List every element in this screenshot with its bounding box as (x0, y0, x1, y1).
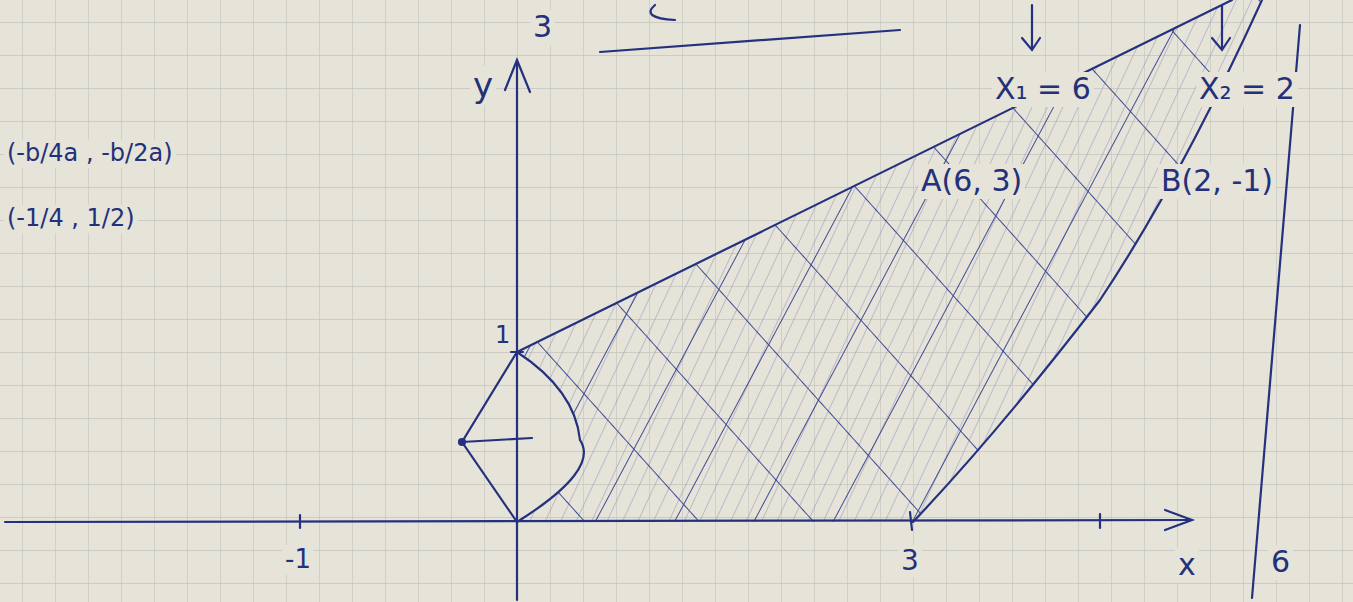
vertex-formula: (-b/4a , -b/2a) (4, 140, 176, 168)
point-label: A(6, 3) (918, 164, 1025, 199)
axis-note: 3 (530, 10, 555, 45)
tick-label: 1 (492, 322, 513, 350)
tick-label: 6 (1268, 545, 1293, 580)
tick-label: 3 (898, 545, 922, 577)
tick-label: -1 (282, 545, 314, 575)
point-label: B(2, -1) (1158, 164, 1276, 199)
axis-name: x (1175, 548, 1199, 583)
axis-name: y (470, 66, 496, 105)
root-label: X₂ = 2 (1196, 72, 1298, 107)
root-label: X₁ = 6 (992, 72, 1094, 107)
vertex-value: (-1/4 , 1/2) (4, 205, 138, 233)
